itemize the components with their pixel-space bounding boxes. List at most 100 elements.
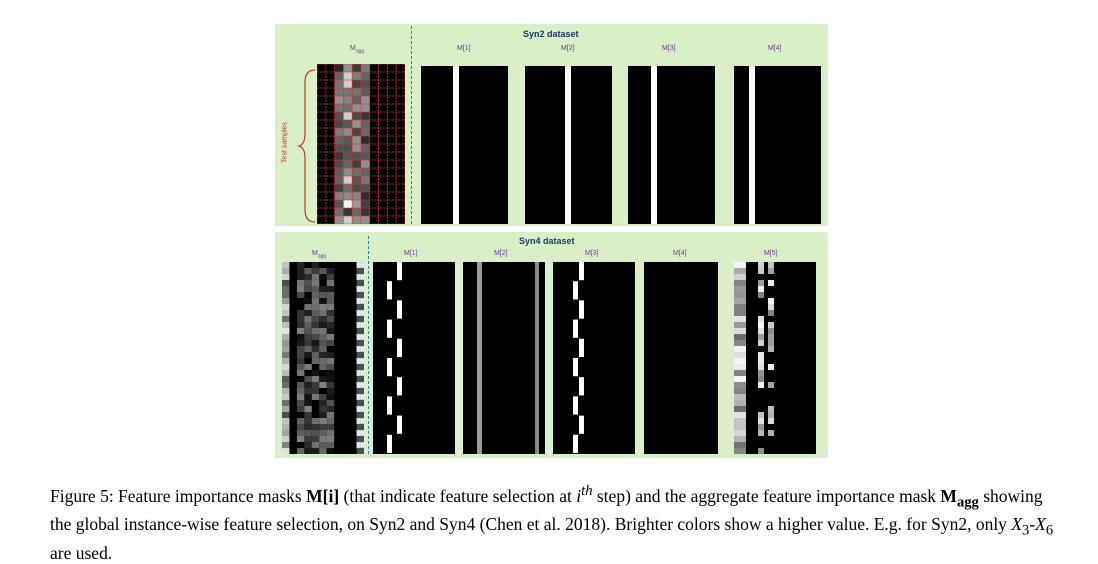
heatmap-cell	[356, 298, 364, 304]
mask-cell	[734, 334, 746, 340]
heatmap-cell	[304, 418, 312, 424]
heatmap-cell	[343, 128, 353, 136]
mask-cell	[768, 328, 774, 334]
mask-cell	[758, 370, 764, 376]
mask-cell	[758, 430, 764, 436]
mask-stripe	[579, 300, 584, 319]
mask-stripe	[387, 319, 392, 338]
heatmap-cell	[361, 112, 370, 120]
heatmap-cell	[356, 364, 364, 370]
mask-cell	[734, 436, 746, 442]
heatmap-cell	[361, 176, 370, 184]
heatmap-cell	[319, 340, 327, 346]
heatmap-cell	[319, 364, 327, 370]
mask-cell	[734, 418, 746, 424]
heatmap-cell	[356, 382, 364, 388]
heatmap-cell	[356, 394, 364, 400]
syn4-mask-label-2: M[2]	[494, 250, 508, 257]
mask-cell	[768, 418, 774, 424]
heatmap-cell	[361, 216, 370, 224]
heatmap-cell	[304, 280, 312, 286]
heatmap-cell	[282, 388, 290, 394]
mask-cell	[734, 292, 746, 298]
mask-stripe	[573, 319, 578, 338]
heatmap-cell	[361, 168, 370, 176]
heatmap-cell	[296, 292, 305, 298]
heatmap-cell	[326, 358, 335, 364]
mask-cell	[758, 448, 764, 454]
heatmap-cell	[352, 208, 361, 216]
mask-cell	[734, 400, 746, 406]
mask-cell	[734, 388, 746, 394]
heatmap-cell	[296, 424, 305, 430]
heatmap-cell	[304, 382, 312, 388]
heatmap-cell	[334, 168, 344, 176]
heatmap-cell	[356, 352, 364, 358]
heatmap-cell	[343, 200, 353, 208]
heatmap-cell	[326, 334, 335, 340]
heatmap-cell	[296, 346, 305, 352]
heatmap-cell	[296, 394, 305, 400]
mask-background	[373, 262, 455, 454]
heatmap-cell	[296, 334, 305, 340]
heatmap-cell	[334, 80, 344, 88]
heatmap-cell	[352, 144, 361, 152]
heatmap-cell	[356, 424, 364, 430]
heatmap-cell	[311, 274, 320, 280]
syn4-mask-5	[734, 262, 816, 454]
heatmap-cell	[343, 176, 353, 184]
heatmap-cell	[304, 406, 312, 412]
heatmap-cell	[352, 176, 361, 184]
heatmap-cell	[326, 352, 335, 358]
heatmap-cell	[282, 358, 290, 364]
mask-stripe	[387, 396, 392, 415]
heatmap-cell	[326, 310, 335, 316]
heatmap-cell	[334, 176, 344, 184]
heatmap-cell	[311, 316, 320, 322]
heatmap-cell	[304, 376, 312, 382]
heatmap-cell	[361, 88, 370, 96]
mask-cell	[734, 376, 746, 382]
heatmap-cell	[343, 208, 353, 216]
mask-cell	[758, 376, 764, 382]
heatmap-cell	[352, 152, 361, 160]
heatmap-cell	[319, 352, 327, 358]
mask-cell	[758, 364, 764, 370]
mask-cell	[758, 262, 764, 268]
heatmap-cell	[296, 364, 305, 370]
heatmap-cell	[304, 400, 312, 406]
mask-stripe	[573, 434, 578, 453]
syn2-divider	[411, 26, 412, 224]
mask-cell	[734, 352, 746, 358]
mask-cell	[734, 274, 746, 280]
syn2-panel: Syn2 dataset Magg M[1] M[2] M[3] M[4] Te…	[275, 24, 828, 226]
heatmap-cell	[319, 382, 327, 388]
heatmap-cell	[296, 448, 305, 454]
heatmap-cell	[356, 334, 364, 340]
heatmap-cell	[326, 436, 335, 442]
heatmap-cell	[334, 144, 344, 152]
heatmap-cell	[296, 310, 305, 316]
heatmap-cell	[296, 316, 305, 322]
heatmap-cell	[319, 448, 327, 454]
mask-cell	[768, 268, 774, 274]
mask-cell	[734, 298, 746, 304]
mask-cell	[734, 412, 746, 418]
heatmap-cell	[319, 442, 327, 448]
heatmap-cell	[361, 200, 370, 208]
mask-cell	[734, 304, 746, 310]
heatmap-cell	[356, 322, 364, 328]
heatmap-cell	[304, 430, 312, 436]
heatmap-cell	[356, 358, 364, 364]
heatmap-cell	[352, 160, 361, 168]
mask-background	[553, 262, 635, 454]
syn2-mask-label-4: M[4]	[768, 45, 782, 52]
heatmap-cell	[311, 430, 320, 436]
heatmap-cell	[296, 340, 305, 346]
mask-cell	[768, 346, 774, 352]
heatmap-cell	[282, 346, 290, 352]
mask-stripe	[477, 262, 482, 454]
heatmap-cell	[304, 340, 312, 346]
syn4-divider	[368, 236, 369, 454]
heatmap-cell	[296, 382, 305, 388]
